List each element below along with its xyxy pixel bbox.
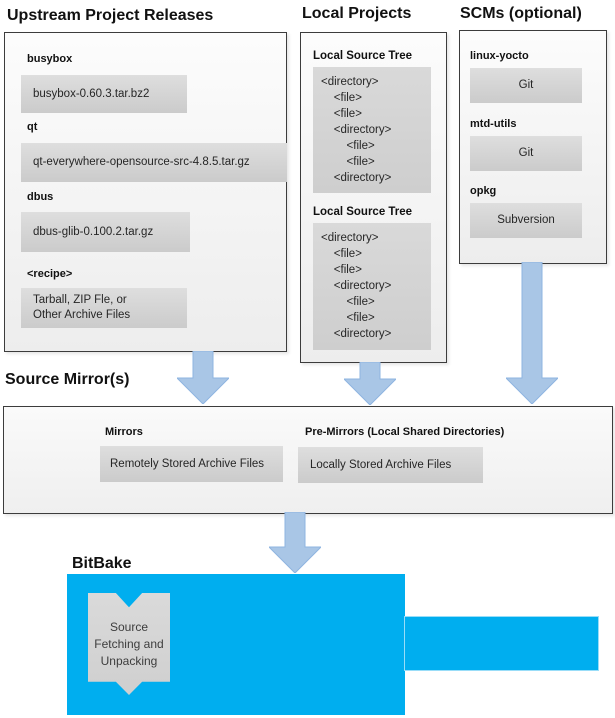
down-arrow-icon bbox=[269, 512, 321, 573]
scm-item-label: linux-yocto bbox=[470, 50, 529, 62]
bitbake-heading: BitBake bbox=[72, 555, 132, 572]
local-source-tree-label: Local Source Tree bbox=[313, 50, 413, 62]
mirrors-label: Mirrors bbox=[105, 426, 143, 438]
upstream-item-label: busybox bbox=[27, 53, 73, 65]
upstream-item-value: dbus-glib-0.100.2.tar.gz bbox=[21, 212, 190, 252]
scms-heading: SCMs (optional) bbox=[460, 5, 582, 22]
bitbake-output-band bbox=[404, 616, 599, 671]
upstream-item-label: dbus bbox=[27, 191, 54, 203]
down-arrow-icon bbox=[177, 351, 229, 404]
upstream-item-label: qt bbox=[27, 121, 38, 133]
local-projects-heading: Local Projects bbox=[302, 5, 412, 22]
local-source-tree: <directory> <file> <file> <directory> <f… bbox=[313, 223, 431, 350]
upstream-item-value: qt-everywhere-opensource-src-4.8.5.tar.g… bbox=[21, 143, 287, 182]
down-arrow-icon bbox=[506, 262, 558, 404]
local-source-tree: <directory> <file> <file> <directory> <f… bbox=[313, 67, 431, 193]
scm-item-value: Git bbox=[470, 136, 582, 171]
source-mirror-heading: Source Mirror(s) bbox=[5, 371, 130, 388]
local-source-tree-label: Local Source Tree bbox=[313, 206, 413, 218]
upstream-item-label: <recipe> bbox=[27, 268, 73, 280]
premirrors-value: Locally Stored Archive Files bbox=[298, 447, 483, 483]
premirrors-label: Pre-Mirrors (Local Shared Directories) bbox=[305, 426, 505, 438]
down-arrow-icon bbox=[344, 362, 396, 405]
upstream-item-value: busybox-0.60.3.tar.bz2 bbox=[21, 75, 187, 113]
upstream-heading: Upstream Project Releases bbox=[7, 7, 214, 24]
scm-item-label: opkg bbox=[470, 185, 497, 197]
scm-item-value: Subversion bbox=[470, 203, 582, 238]
scm-item-value: Git bbox=[470, 68, 582, 103]
source-fetching-ribbon: Source Fetching and Unpacking bbox=[88, 593, 170, 695]
scm-item-label: mtd-utils bbox=[470, 118, 517, 130]
upstream-item-value: Tarball, ZIP Fle, or Other Archive Files bbox=[21, 288, 187, 328]
mirrors-value: Remotely Stored Archive Files bbox=[100, 446, 283, 482]
